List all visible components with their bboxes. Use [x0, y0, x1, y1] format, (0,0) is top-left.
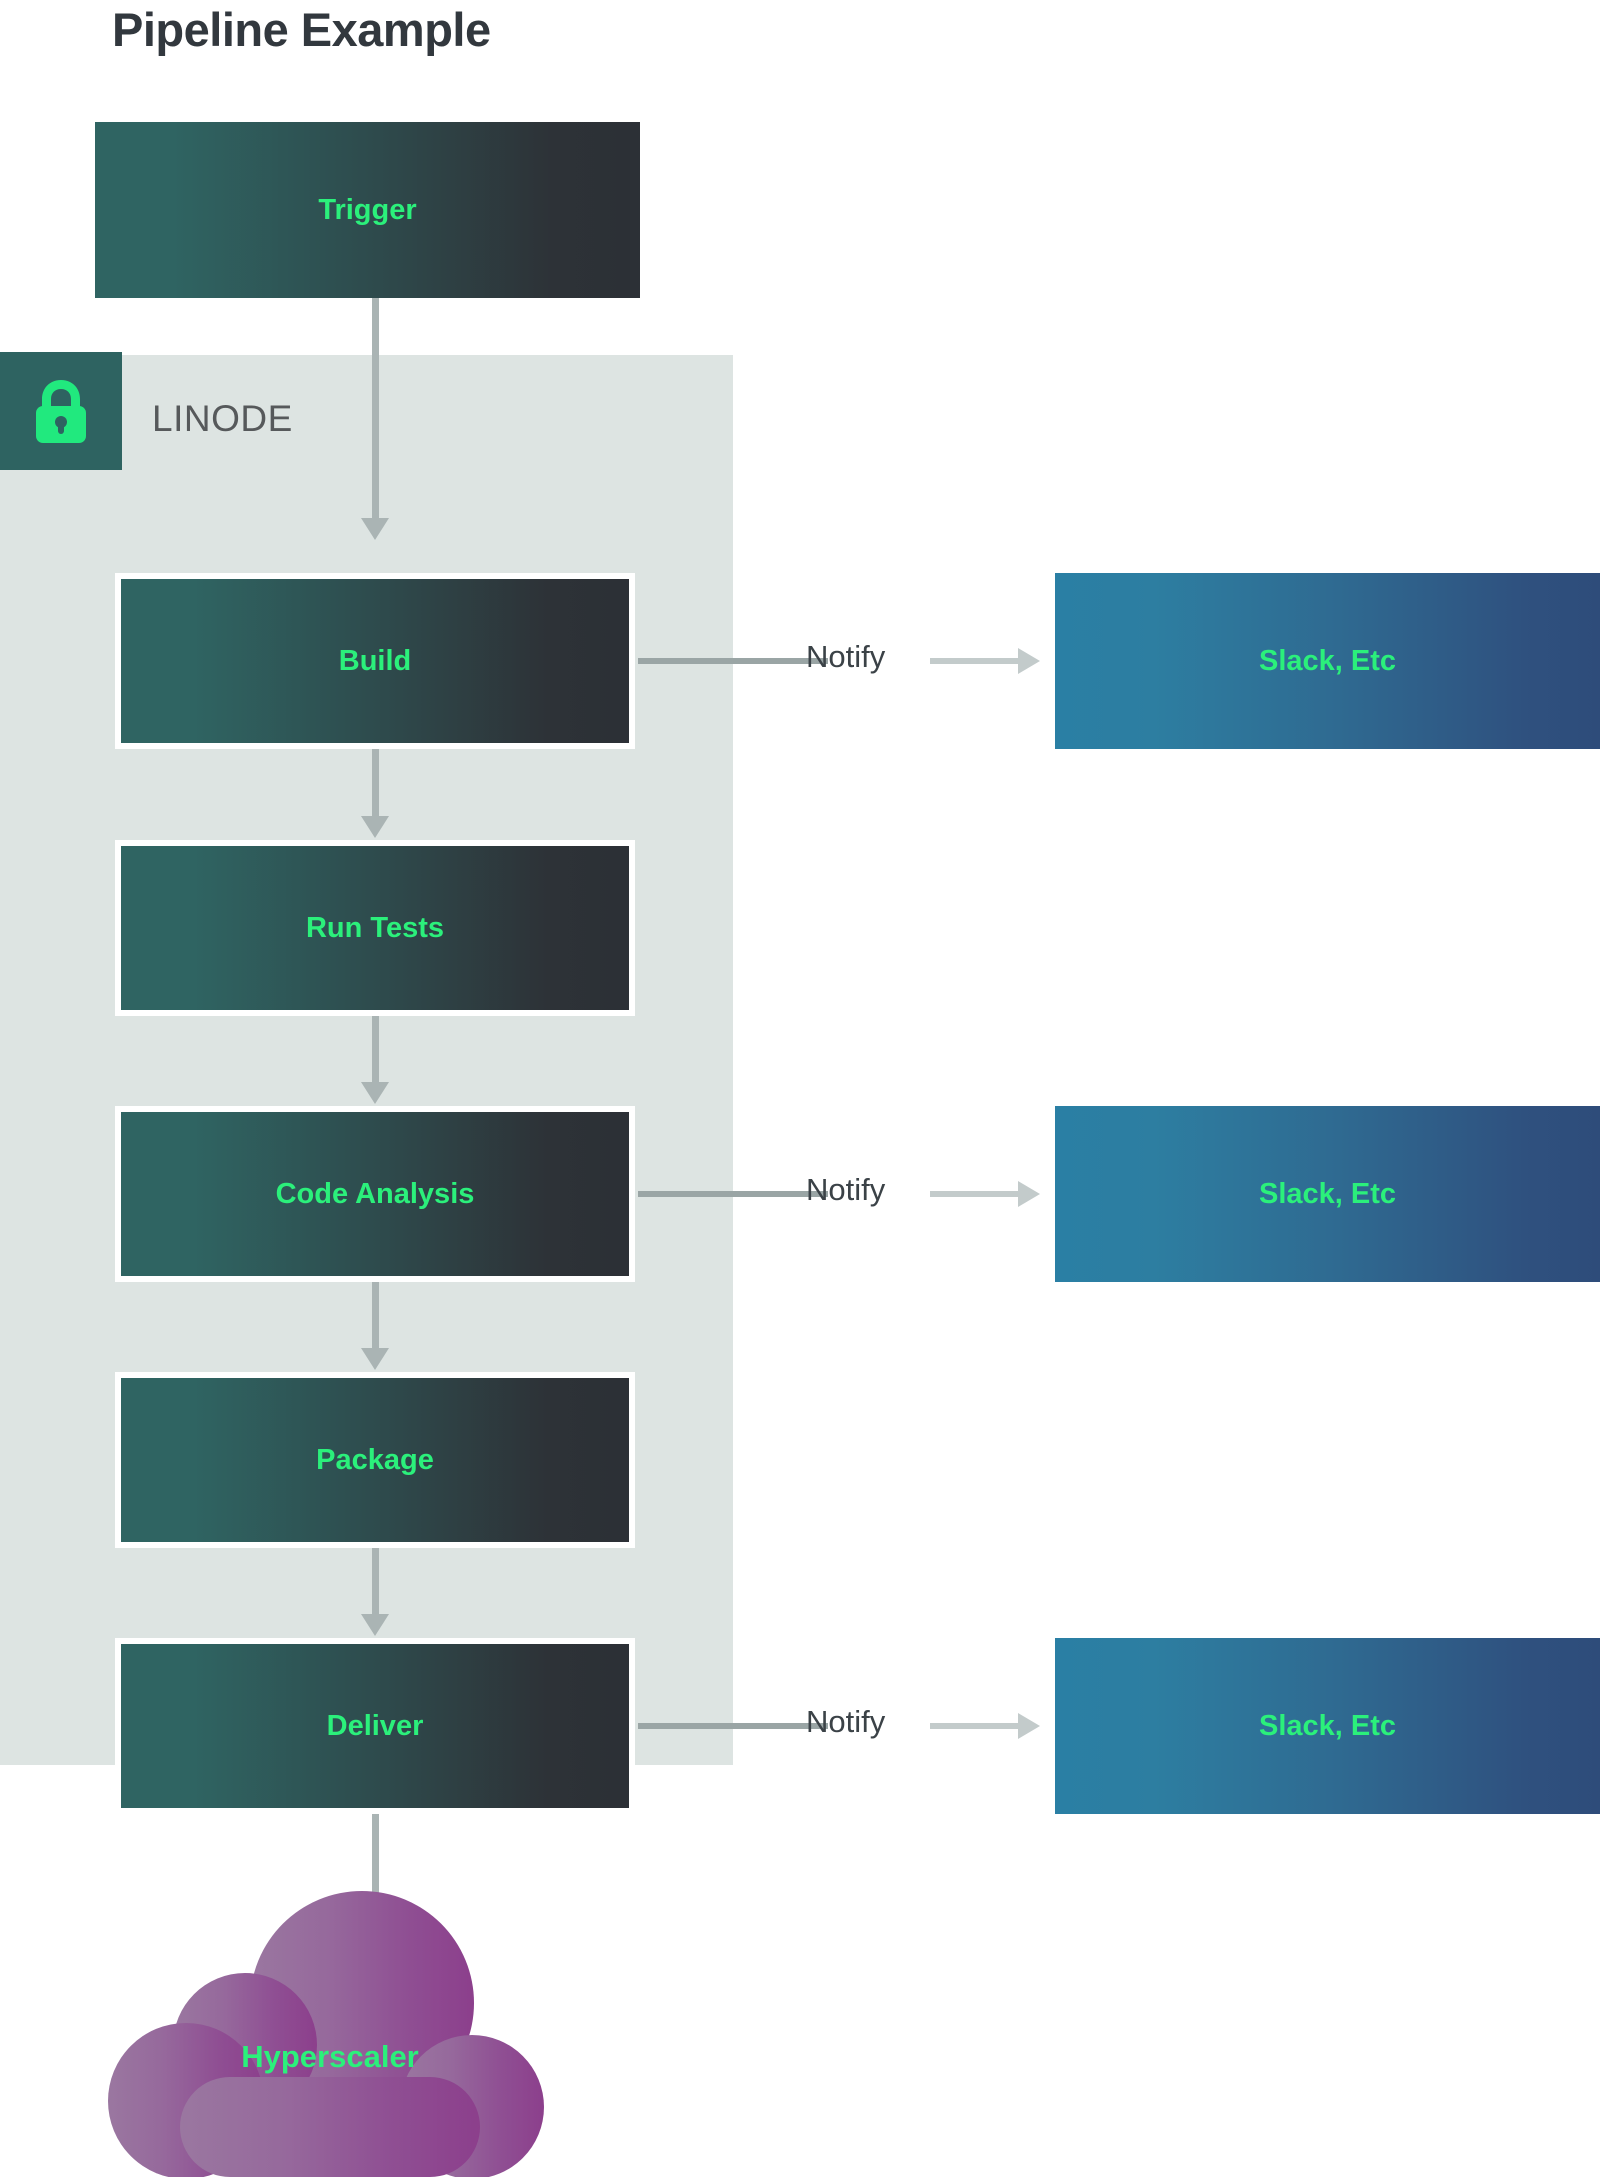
- arrow-stage-connector-head: [361, 1082, 389, 1104]
- node-stage-build[interactable]: Build: [115, 573, 635, 749]
- notify-arrow-head: [1018, 648, 1040, 674]
- arrow-stage-connector-line: [372, 749, 379, 818]
- arrow-trigger-to-build-line: [372, 298, 379, 520]
- notify-arrow-head: [1018, 1181, 1040, 1207]
- lock-icon: [36, 380, 86, 443]
- arrow-stage-connector-head: [361, 1614, 389, 1636]
- node-trigger[interactable]: Trigger: [95, 122, 640, 298]
- arrow-trigger-to-build-head: [361, 518, 389, 540]
- notify-label: Notify: [806, 1704, 886, 1739]
- lock-badge: [0, 352, 122, 470]
- arrow-stage-connector-head: [361, 1348, 389, 1370]
- node-notification-target-label: Slack, Etc: [1258, 644, 1397, 677]
- node-trigger-label: Trigger: [318, 193, 417, 226]
- notify-line-right: [930, 1191, 1020, 1197]
- node-stage-run-tests[interactable]: Run Tests: [115, 840, 635, 1016]
- node-stage-label: Code Analysis: [275, 1177, 475, 1210]
- arrow-stage-connector-line: [372, 1016, 379, 1084]
- node-notification-target[interactable]: Slack, Etc: [1055, 1638, 1600, 1814]
- node-stage-label: Deliver: [326, 1709, 424, 1742]
- node-notification-target[interactable]: Slack, Etc: [1055, 573, 1600, 749]
- arrow-stage-connector-line: [372, 1548, 379, 1616]
- notify-label: Notify: [806, 639, 886, 674]
- linode-zone: [0, 355, 733, 1765]
- arrow-stage-connector-head: [361, 816, 389, 838]
- node-stage-label: Build: [338, 644, 412, 677]
- node-stage-package[interactable]: Package: [115, 1372, 635, 1548]
- node-notification-target-label: Slack, Etc: [1258, 1177, 1397, 1210]
- node-stage-deliver[interactable]: Deliver: [115, 1638, 635, 1814]
- arrow-stage-connector-line: [372, 1282, 379, 1350]
- node-stage-label: Run Tests: [305, 911, 445, 944]
- zone-label: LINODE: [152, 398, 293, 439]
- node-notification-target-label: Slack, Etc: [1258, 1709, 1397, 1742]
- notify-line-right: [930, 658, 1020, 664]
- notify-line-left: [638, 658, 828, 664]
- node-stage-code-analysis[interactable]: Code Analysis: [115, 1106, 635, 1282]
- notify-line-right: [930, 1723, 1020, 1729]
- notify-label: Notify: [806, 1172, 886, 1207]
- notify-arrow-head: [1018, 1713, 1040, 1739]
- hyperscaler-cloud[interactable]: [100, 1885, 560, 2177]
- notify-line-left: [638, 1723, 828, 1729]
- node-stage-label: Package: [316, 1443, 434, 1476]
- notify-line-left: [638, 1191, 828, 1197]
- page-title: Pipeline Example: [112, 3, 491, 56]
- node-notification-target[interactable]: Slack, Etc: [1055, 1106, 1600, 1282]
